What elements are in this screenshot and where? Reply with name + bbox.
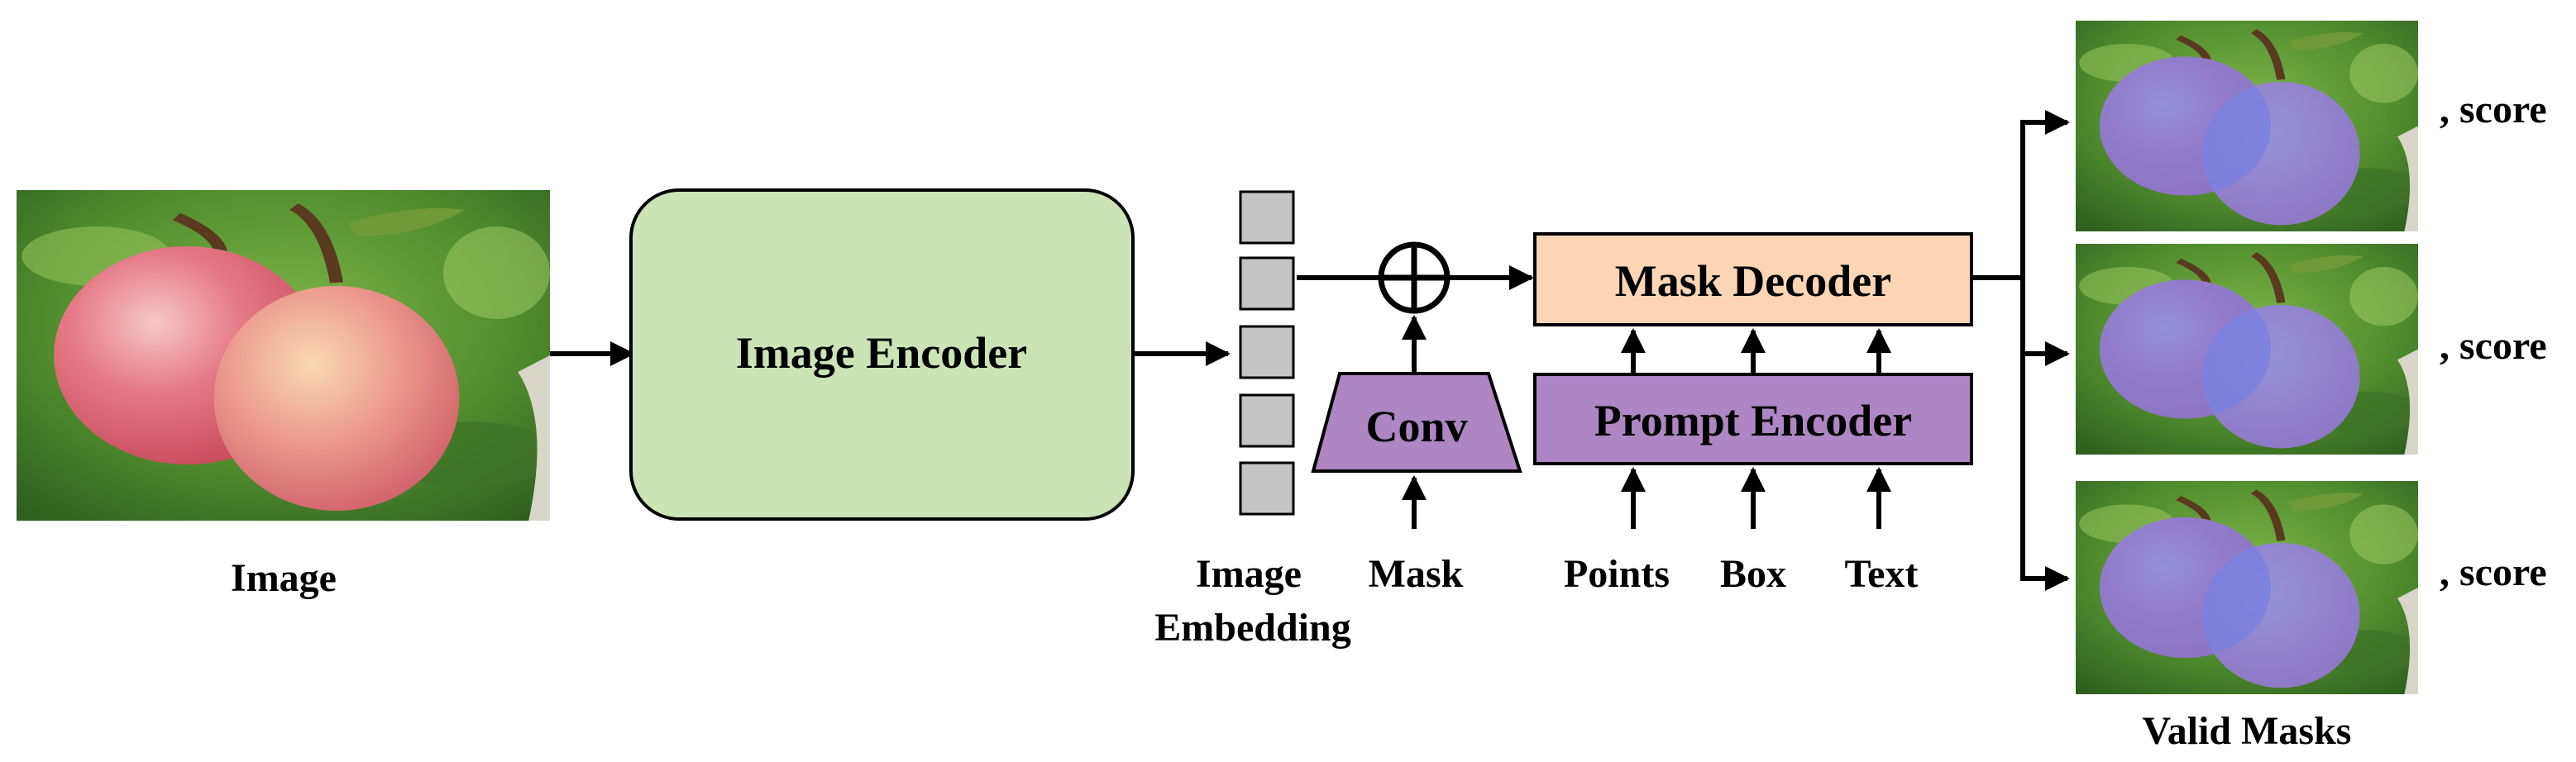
prompt-encoder-block: Prompt Encoder [1533, 373, 1973, 465]
prompt-input-text: Text [1845, 552, 1919, 596]
prompt-encoder-label: Prompt Encoder [1594, 396, 1912, 445]
prompt-input-box: Box [1720, 552, 1786, 596]
input-image [17, 190, 555, 521]
mask-decoder-label: Mask Decoder [1615, 256, 1891, 306]
image-encoder-block: Image Encoder [629, 188, 1135, 521]
embedding-cell [1239, 461, 1295, 516]
embedding-caption-line2: Embedding [1154, 606, 1350, 650]
embedding-cell [1239, 190, 1295, 245]
image-embedding-stack [1239, 190, 1295, 516]
sum-operator-icon [1378, 241, 1450, 314]
valid-masks-caption: Valid Masks [2143, 709, 2352, 753]
conv-label: Conv [1365, 402, 1467, 451]
output-mask-3 [2076, 481, 2421, 694]
score-label-2: , score [2440, 324, 2547, 368]
image-encoder-label: Image Encoder [736, 328, 1027, 378]
output-mask-1 [2076, 21, 2421, 231]
conv-block: Conv [1311, 372, 1522, 473]
score-label-1: , score [2440, 88, 2547, 131]
embedding-cell [1239, 256, 1295, 311]
embedding-caption-line1: Image [1196, 552, 1302, 596]
mask-decoder-block: Mask Decoder [1533, 232, 1973, 326]
embedding-cell [1239, 325, 1295, 379]
input-image-caption: Image [231, 556, 337, 600]
embedding-cell [1239, 393, 1295, 448]
prompt-input-points: Points [1564, 552, 1670, 596]
output-branch-lines [1971, 110, 2070, 591]
mask-input-caption: Mask [1369, 552, 1464, 596]
score-label-3: , score [2440, 550, 2547, 594]
output-mask-2 [2076, 244, 2421, 455]
